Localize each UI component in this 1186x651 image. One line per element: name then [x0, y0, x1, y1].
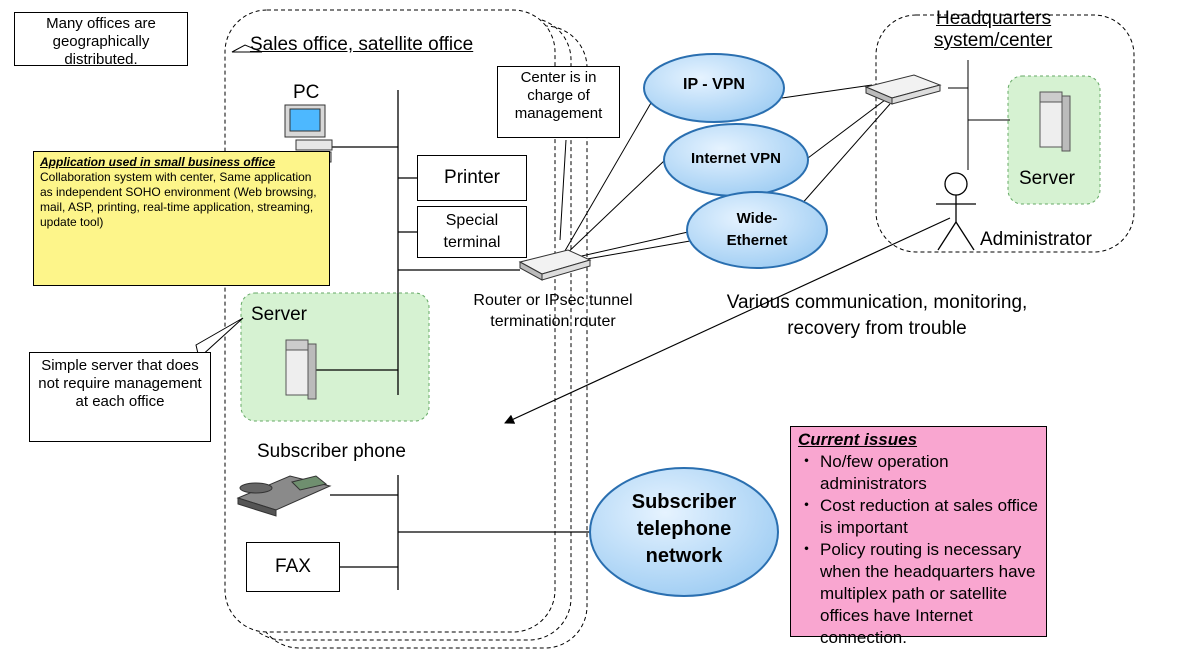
- internet-vpn-label: Internet VPN: [690, 150, 781, 167]
- hq-server-label: Server: [1019, 168, 1075, 189]
- application-note-title: Application used in small business offic…: [40, 155, 276, 169]
- administrator-icon: [936, 172, 976, 251]
- headquarters-title-line1: Headquarters: [936, 8, 1052, 29]
- office-server-label: Server: [251, 304, 307, 325]
- wan-lines: [559, 60, 1010, 263]
- ip-vpn-label: IP - VPN: [683, 76, 745, 93]
- phone-icon: [236, 475, 332, 517]
- hq-server-icon: [1039, 91, 1071, 152]
- callout-offices: Many offices are geographically distribu…: [14, 12, 188, 68]
- current-issues-title: Current issues: [798, 430, 918, 449]
- monitoring-line1: Various communication, monitoring,: [726, 292, 1028, 313]
- callout-pointers: [195, 44, 263, 359]
- monitoring-line2: recovery from trouble: [787, 318, 967, 339]
- headquarters-outline: [875, 14, 1135, 253]
- wide-ethernet-ellipse: [686, 191, 828, 269]
- subscriber-phone-label: Subscriber phone: [257, 441, 406, 462]
- callout-simple-server: Simple server that does not require mana…: [29, 352, 211, 442]
- pc-label: PC: [293, 82, 320, 103]
- headquarters-title-line2: system/center: [934, 30, 1053, 51]
- administrator-label: Administrator: [980, 229, 1092, 250]
- monitoring-arrow: [504, 217, 951, 424]
- router-label: Router or IPsec tunnel termination route…: [473, 292, 633, 330]
- application-note: Application used in small business offic…: [33, 151, 330, 286]
- ip-vpn-ellipse: [643, 53, 785, 123]
- application-note-body: Collaboration system with center, Same a…: [40, 170, 317, 229]
- office-lan-lines: [310, 90, 590, 590]
- issue-item: ・Policy routing is necessary when the he…: [798, 540, 1036, 647]
- special-terminal-box: Special terminal: [417, 206, 527, 258]
- subscriber-network-label: Subscriber telephone network: [631, 491, 737, 567]
- sales-office-title: Sales office, satellite office: [250, 34, 474, 55]
- current-issues-box: Current issues ・No/few operation adminis…: [790, 426, 1047, 647]
- callout-center-management: Center is in charge of management: [497, 66, 620, 138]
- issue-item: ・Cost reduction at sales office is impor…: [798, 496, 1038, 537]
- monitoring-text: Various communication, monitoring, recov…: [672, 290, 1082, 342]
- wide-ethernet-label: Wide-Ethernet: [726, 210, 788, 249]
- hq-router-icon: [864, 74, 942, 105]
- issue-item: ・No/few operation administrators: [798, 452, 949, 493]
- office-server-icon: [285, 339, 317, 400]
- fax-box: FAX: [246, 542, 340, 592]
- printer-box: Printer: [417, 155, 527, 201]
- subscriber-network-ellipse: [589, 467, 779, 597]
- router-icon: [518, 249, 592, 281]
